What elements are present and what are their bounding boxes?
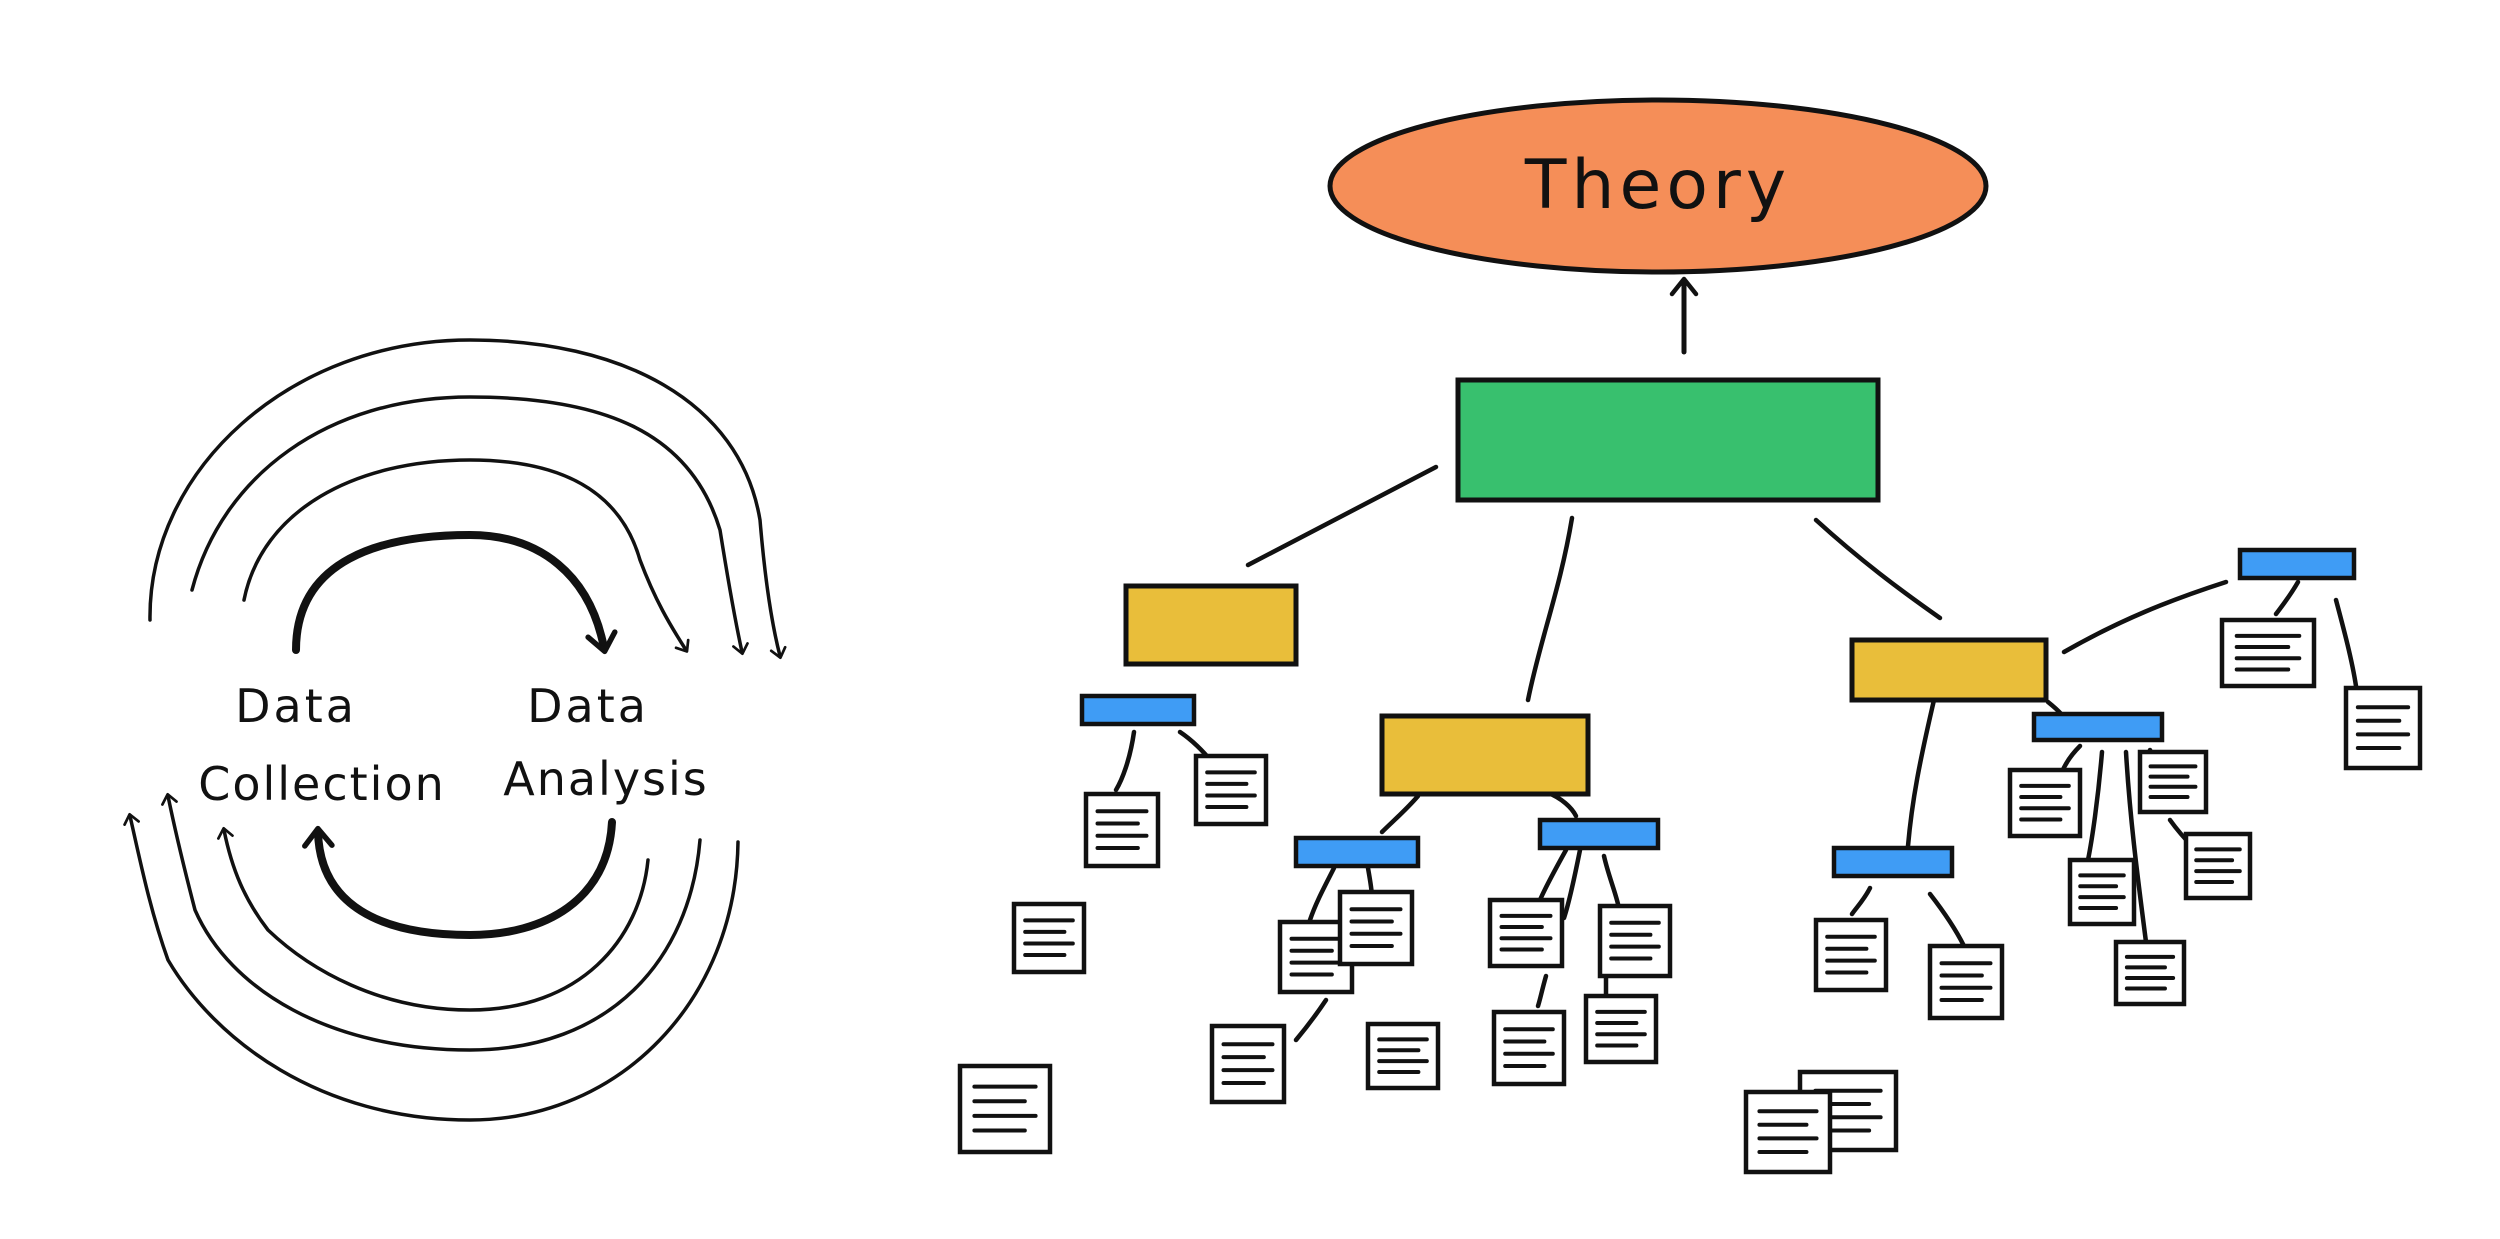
theory-label: Theory xyxy=(1524,146,1791,225)
blue-bar-6 xyxy=(2237,547,2357,581)
document-icon xyxy=(1011,901,1087,975)
hierarchy-tree: Theory xyxy=(957,97,2423,1175)
document-icon xyxy=(1743,1089,1833,1175)
bold-arrow-analysis-to-collection xyxy=(302,818,616,939)
green-box xyxy=(1455,377,1881,503)
upper-arc-3 xyxy=(148,338,787,660)
document-icon xyxy=(2183,831,2253,901)
document-icon xyxy=(2137,749,2209,815)
analysis-label-line2: Analysis xyxy=(503,752,709,806)
document-icon xyxy=(1337,889,1415,967)
theory-oval xyxy=(1327,97,1989,275)
document-icon xyxy=(2113,939,2187,1007)
document-icon xyxy=(1597,903,1673,979)
document-icon xyxy=(2007,767,2083,839)
document-icon xyxy=(1193,753,1269,827)
document-icon xyxy=(1365,1021,1441,1091)
yellow-box-3 xyxy=(1849,637,2049,703)
document-icon xyxy=(1491,1009,1567,1087)
upper-arc-1 xyxy=(242,458,690,653)
lower-arc-2 xyxy=(161,792,702,1052)
document-icon xyxy=(1487,897,1565,969)
blue-bar-2 xyxy=(1293,835,1421,869)
blue-bar-5 xyxy=(2031,711,2165,743)
document-icon xyxy=(2343,685,2423,771)
blue-bar-3 xyxy=(1537,817,1661,851)
document-icon xyxy=(1813,917,1889,993)
upper-arc-2 xyxy=(190,395,749,656)
collection-label-line2: Collection xyxy=(198,757,446,811)
cycle-diagram: Data Collection Data Analysis xyxy=(123,338,787,1122)
blue-bar-1 xyxy=(1079,693,1197,727)
document-icon xyxy=(1083,791,1161,869)
collection-label-line1: Data xyxy=(235,679,357,733)
lower-arc-3 xyxy=(123,812,740,1122)
yellow-box-2 xyxy=(1379,713,1591,797)
document-icon xyxy=(1927,943,2005,1021)
lower-arc-1 xyxy=(217,826,650,1012)
blue-bars xyxy=(1079,547,2357,879)
bold-arrow-collection-to-analysis xyxy=(292,531,618,655)
document-icon xyxy=(1583,993,1659,1065)
blue-bar-4 xyxy=(1831,845,1955,879)
document-icon xyxy=(2067,857,2137,927)
document-icon xyxy=(2219,617,2317,689)
document-icon xyxy=(957,1063,1053,1155)
document-icons xyxy=(957,617,2423,1175)
analysis-label-line1: Data xyxy=(527,679,649,733)
yellow-box-1 xyxy=(1123,583,1299,667)
yellow-boxes xyxy=(1123,583,2049,797)
document-icon xyxy=(1209,1023,1287,1105)
